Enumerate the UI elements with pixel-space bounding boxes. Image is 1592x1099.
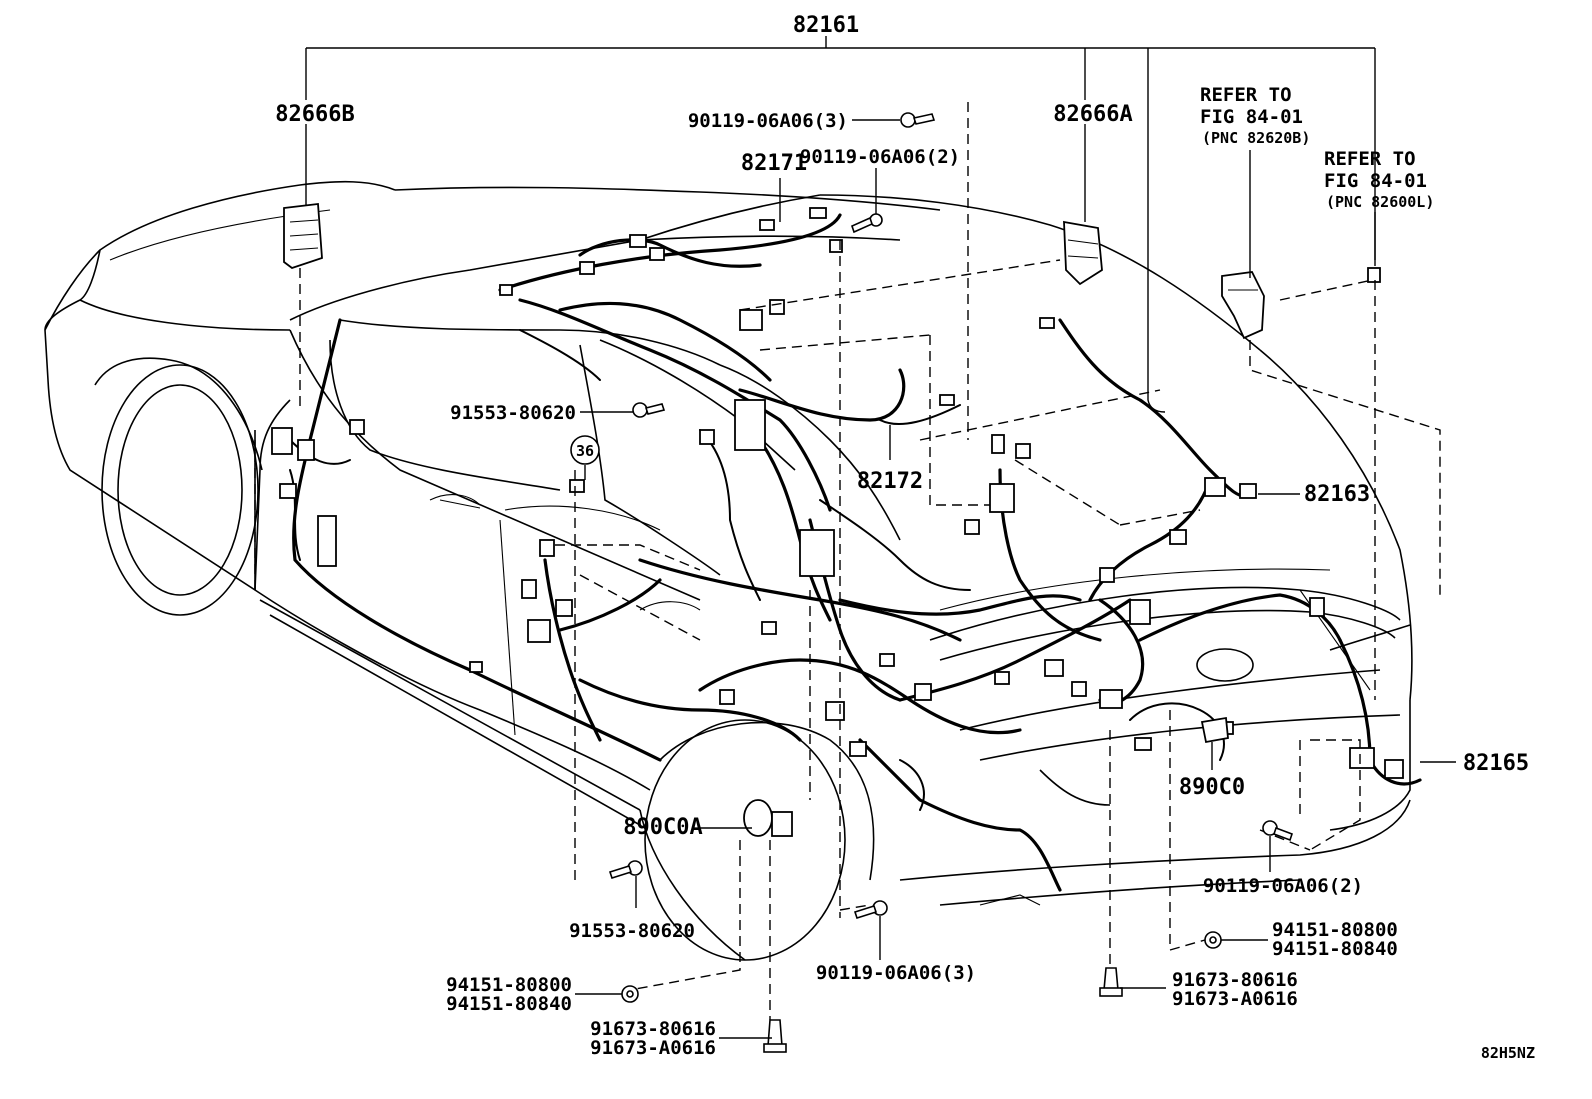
bolt-91673-right-icon: [1099, 967, 1123, 997]
label-bolt-top-2: 90119-06A06(2): [800, 146, 960, 168]
refer-2-line3: (PNC 82600L): [1326, 193, 1434, 211]
label-bolt-left-2: 91673-A0616: [590, 1037, 716, 1059]
bolt-top-3-icon: [900, 112, 936, 128]
screw-91553-lower-icon: [608, 860, 643, 879]
label-82165: 82165: [1463, 751, 1529, 776]
label-82666b: 82666B: [275, 102, 354, 127]
label-82666a: 82666A: [1053, 102, 1132, 127]
sensor-890c0a-part: [743, 799, 793, 837]
refer-2-line1: REFER TO: [1324, 148, 1416, 170]
clip-left-icon: [621, 985, 639, 1003]
label-screw-upper: 91553-80620: [450, 402, 576, 424]
part-labels: 82161 82666B 82666A 82171 82172 82163 82…: [275, 13, 1535, 1062]
label-bolt-top-3: 90119-06A06(3): [688, 110, 848, 132]
label-82172: 82172: [857, 469, 923, 494]
bolt-91673-left-icon: [763, 1019, 787, 1053]
junction-block-82666a-part: [1063, 220, 1103, 286]
bolt-bottom-3-icon: [853, 900, 888, 919]
label-bolt-right-2-code: 91673-A0616: [1172, 988, 1298, 1010]
label-bolt-right-2: 90119-06A06(2): [1203, 875, 1363, 897]
sensor-890c0-part: [1200, 716, 1229, 744]
refer-1-line2: FIG 84-01: [1200, 106, 1303, 128]
refer-part-82620b: [1221, 271, 1265, 340]
label-clip-right-2: 94151-80840: [1272, 938, 1398, 960]
label-82171: 82171: [741, 151, 807, 176]
label-bolt-left-1: 91673-80616: [590, 1018, 716, 1040]
car-body-outline: [44, 180, 1413, 961]
label-890c0a: 890C0A: [623, 815, 702, 840]
label-82163: 82163: [1304, 482, 1370, 507]
refer-1-line1: REFER TO: [1200, 84, 1292, 106]
label-bolt-bottom-3: 90119-06A06(3): [816, 962, 976, 984]
harness-connectors: [271, 207, 1404, 779]
label-bolt-right-1: 91673-80616: [1172, 969, 1298, 991]
label-clip-right-1: 94151-80800: [1272, 919, 1398, 941]
label-clip-left-2: 94151-80840: [446, 993, 572, 1015]
callout-36: 36: [570, 435, 600, 465]
callout-36-text: 36: [576, 442, 594, 460]
refer-2-line2: FIG 84-01: [1324, 170, 1427, 192]
bolt-top-2-icon: [851, 213, 883, 234]
label-890c0: 890C0: [1179, 775, 1245, 800]
fasteners: [608, 112, 1294, 1053]
label-screw-lower: 91553-80620: [569, 920, 695, 942]
label-82161: 82161: [793, 13, 859, 38]
screw-91553-upper-icon: [632, 402, 666, 418]
bolt-right-2-icon: [1262, 820, 1294, 842]
refer-1-line3: (PNC 82620B): [1202, 129, 1310, 147]
figure-code: 82H5NZ: [1481, 1044, 1535, 1062]
refer-part-82600l: [1367, 267, 1381, 283]
label-clip-left-1: 94151-80800: [446, 974, 572, 996]
leader-lines: [305, 36, 1456, 1039]
dashed-reference-lines: [254, 102, 1441, 1020]
junction-block-82666b-part: [283, 202, 323, 270]
clip-right-icon: [1204, 931, 1222, 949]
